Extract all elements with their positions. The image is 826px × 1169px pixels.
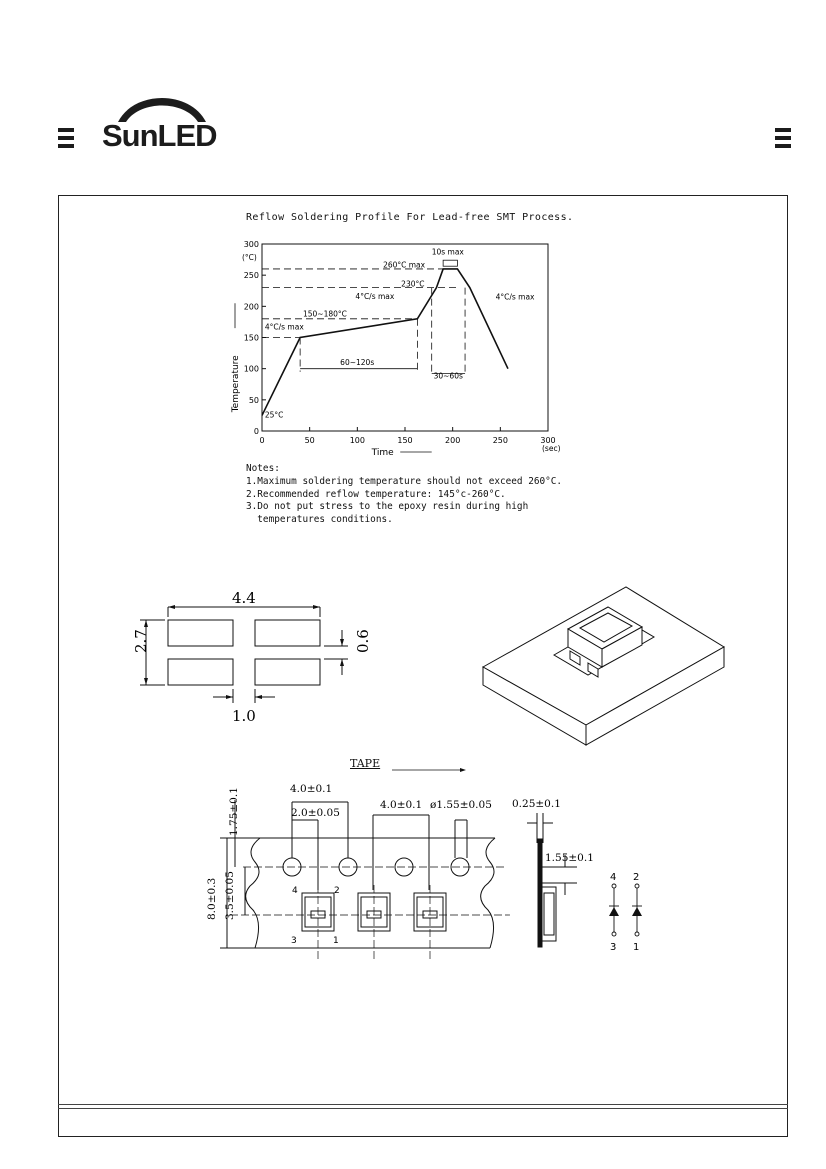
dim-width-label: 4.4 bbox=[232, 589, 256, 607]
y-tick-label: 300 bbox=[244, 240, 259, 249]
tape-pin-2: 2 bbox=[334, 886, 340, 896]
annot-liquidus: 230°C bbox=[401, 279, 424, 288]
x-tick-label: 0 bbox=[259, 436, 264, 445]
x-tick-label: 150 bbox=[397, 436, 412, 445]
x-tick-label: 50 bbox=[305, 436, 315, 445]
annot-peak-time: 10s max bbox=[432, 248, 465, 257]
tape-right-edge bbox=[480, 837, 496, 949]
note-1: 1.Maximum soldering temperature should n… bbox=[246, 475, 563, 487]
circuit-pin-1: 1 bbox=[633, 942, 639, 953]
circuit-pin-4: 4 bbox=[610, 872, 616, 883]
tape-pin-4: 4 bbox=[292, 886, 298, 896]
tape-center-label: 3.5±0.05 bbox=[224, 871, 236, 920]
tape-thickness-label: 0.25±0.1 bbox=[512, 798, 561, 810]
tape-pitch2-label: 4.0±0.1 bbox=[380, 799, 422, 811]
pad-layout-drawing: 4.4 2.7 0.6 1.0 bbox=[132, 589, 368, 725]
y-unit-label: (°C) bbox=[242, 253, 257, 262]
x-unit-label: (sec) bbox=[542, 444, 561, 453]
y-tick-label: 0 bbox=[254, 427, 259, 436]
tape-pin-3: 3 bbox=[291, 936, 297, 946]
chart-title: Reflow Soldering Profile For Lead-free S… bbox=[246, 212, 574, 223]
tape-side-view: 0.25±0.1 1.55±0.1 bbox=[512, 798, 594, 948]
x-axis-label: Time bbox=[371, 448, 394, 458]
diode-right-icon bbox=[632, 907, 642, 916]
annot-ramp2: 4°C/s max bbox=[355, 292, 394, 301]
note-4: temperatures conditions. bbox=[246, 514, 393, 526]
pad-bottom-left bbox=[167, 658, 234, 686]
circuit-pin-3: 3 bbox=[610, 942, 616, 953]
dim-gap-label: 0.6 bbox=[354, 629, 368, 653]
reflow-chart: 0 50 100 150 200 250 300 0 50 100 150 200 250 300 (°C)… bbox=[231, 240, 561, 458]
tape-depth-label: 1.55±0.1 bbox=[545, 852, 594, 864]
package-side bbox=[601, 626, 643, 668]
x-tick-label: 200 bbox=[445, 436, 460, 445]
tape-drawing: 4 2 3 1 4.0±0.1 2.0±0.05 4.0±0.1 ø1.55±0… bbox=[206, 783, 510, 960]
annot-cooldown: 4°C/s max bbox=[496, 292, 535, 301]
board-side bbox=[585, 646, 725, 746]
x-tick-label: 100 bbox=[350, 436, 365, 445]
component-3d-view bbox=[481, 586, 725, 746]
brand-logo: SunLED bbox=[102, 118, 218, 153]
pad-bottom-right bbox=[254, 658, 321, 686]
notes: Notes: 1.Maximum soldering temperature s… bbox=[246, 463, 562, 527]
pad-top-left bbox=[167, 619, 234, 647]
tape-pitch-label: 4.0±0.1 bbox=[290, 783, 332, 795]
x-tick-label: 250 bbox=[493, 436, 508, 445]
y-axis-label: Temperature bbox=[231, 355, 241, 413]
dim-height-label: 2.7 bbox=[132, 629, 150, 653]
tape-title: TAPE bbox=[350, 757, 381, 770]
circuit-diagram: 4 2 3 1 bbox=[609, 872, 642, 953]
annot-ramp1: 4°C/s max bbox=[265, 322, 304, 331]
y-tick-label: 50 bbox=[249, 396, 259, 405]
footer-divider-2 bbox=[58, 1108, 788, 1109]
footer-divider bbox=[58, 1104, 788, 1105]
tape-width-label: 8.0±0.3 bbox=[206, 878, 218, 920]
circuit-pin-2: 2 bbox=[633, 872, 639, 883]
annot-peak: 260°C max bbox=[383, 261, 426, 270]
tape-hole-dia-label: ø1.55±0.05 bbox=[430, 799, 492, 811]
tape-hole-offset-label: 2.0±0.05 bbox=[291, 807, 340, 819]
tape-left-edge bbox=[245, 837, 261, 949]
note-2: 2.Recommended reflow temperature: 145°c-… bbox=[246, 488, 506, 500]
annot-start: 25°C bbox=[265, 410, 284, 419]
tape-arrow bbox=[392, 768, 466, 772]
annot-preheat: 150~180°C bbox=[303, 309, 347, 318]
annot-liquidus-time: 30~60s bbox=[434, 372, 463, 381]
diode-left-icon bbox=[609, 907, 619, 916]
notes-heading: Notes: bbox=[246, 463, 280, 474]
lens-window bbox=[578, 612, 634, 643]
tape-pin-1: 1 bbox=[333, 936, 339, 946]
note-3: 3.Do not put stress to the epoxy resin d… bbox=[246, 501, 529, 513]
peak-time-bracket bbox=[442, 259, 458, 267]
page-frame bbox=[58, 195, 788, 1137]
annot-preheat-time: 60~120s bbox=[340, 358, 374, 367]
logo-arc bbox=[118, 98, 206, 122]
pad-top-right bbox=[254, 619, 321, 647]
dim-spacing-label: 1.0 bbox=[232, 707, 256, 725]
header-left-bars bbox=[58, 128, 74, 152]
y-tick-label: 100 bbox=[244, 365, 259, 374]
y-tick-label: 250 bbox=[244, 271, 259, 280]
header-right-bars bbox=[775, 128, 791, 152]
y-tick-label: 200 bbox=[244, 302, 259, 311]
profile-line bbox=[261, 268, 509, 416]
tape-edge-label: 1.75±0.1 bbox=[228, 787, 240, 836]
y-tick-label: 150 bbox=[244, 334, 259, 343]
x-tick-label: 300 bbox=[540, 436, 555, 445]
